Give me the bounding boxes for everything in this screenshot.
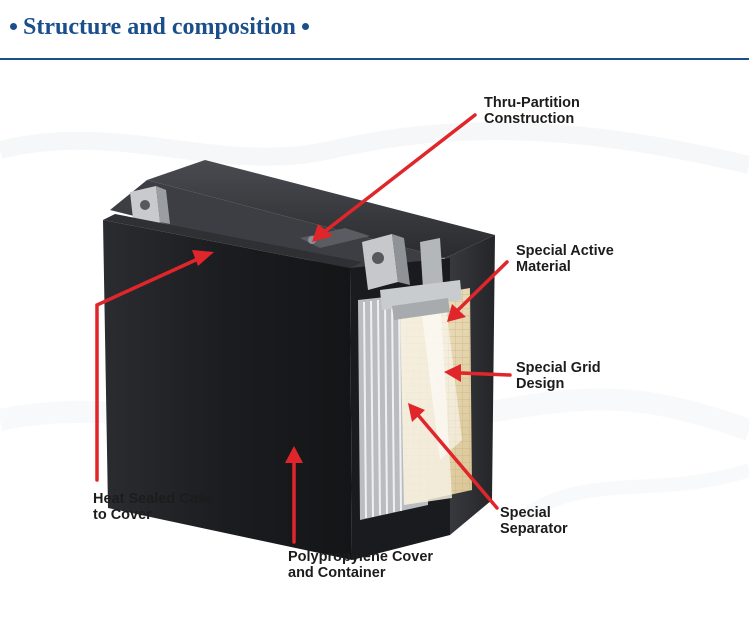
arrow-grid-design	[444, 364, 512, 382]
label-grid-design: Special Grid Design	[516, 360, 601, 392]
label-polypropylene: Polypropylene Cover and Container	[288, 549, 434, 581]
header: Structure and composition	[0, 0, 749, 58]
bullet-icon	[301, 22, 309, 30]
label-separator: Special Separator	[500, 505, 568, 537]
arrow-thru-partition	[312, 113, 477, 242]
battery-lid	[147, 160, 495, 258]
terminal-right	[362, 234, 462, 320]
label-active-material: Special Active Material	[516, 243, 614, 275]
page-title-text: Structure and composition	[23, 14, 296, 40]
header-divider	[0, 58, 749, 60]
arrows	[95, 113, 512, 544]
label-thru-partition: Thru-Partition Construction	[484, 95, 580, 127]
battery-front	[103, 220, 352, 560]
arrow-separator	[408, 403, 499, 510]
page-title: Structure and composition	[4, 14, 315, 41]
battery-diagram	[0, 113, 749, 560]
arrow-heat-sealed	[95, 250, 214, 482]
arrow-active-material	[447, 260, 509, 322]
terminal-left	[130, 186, 170, 228]
arrow-polypropylene	[285, 446, 303, 544]
grid-plate	[400, 288, 472, 505]
label-heat-sealed: Heat Sealed Case to Cover	[93, 491, 214, 523]
bullet-icon	[10, 22, 17, 30]
battery-top-rim	[110, 180, 445, 270]
